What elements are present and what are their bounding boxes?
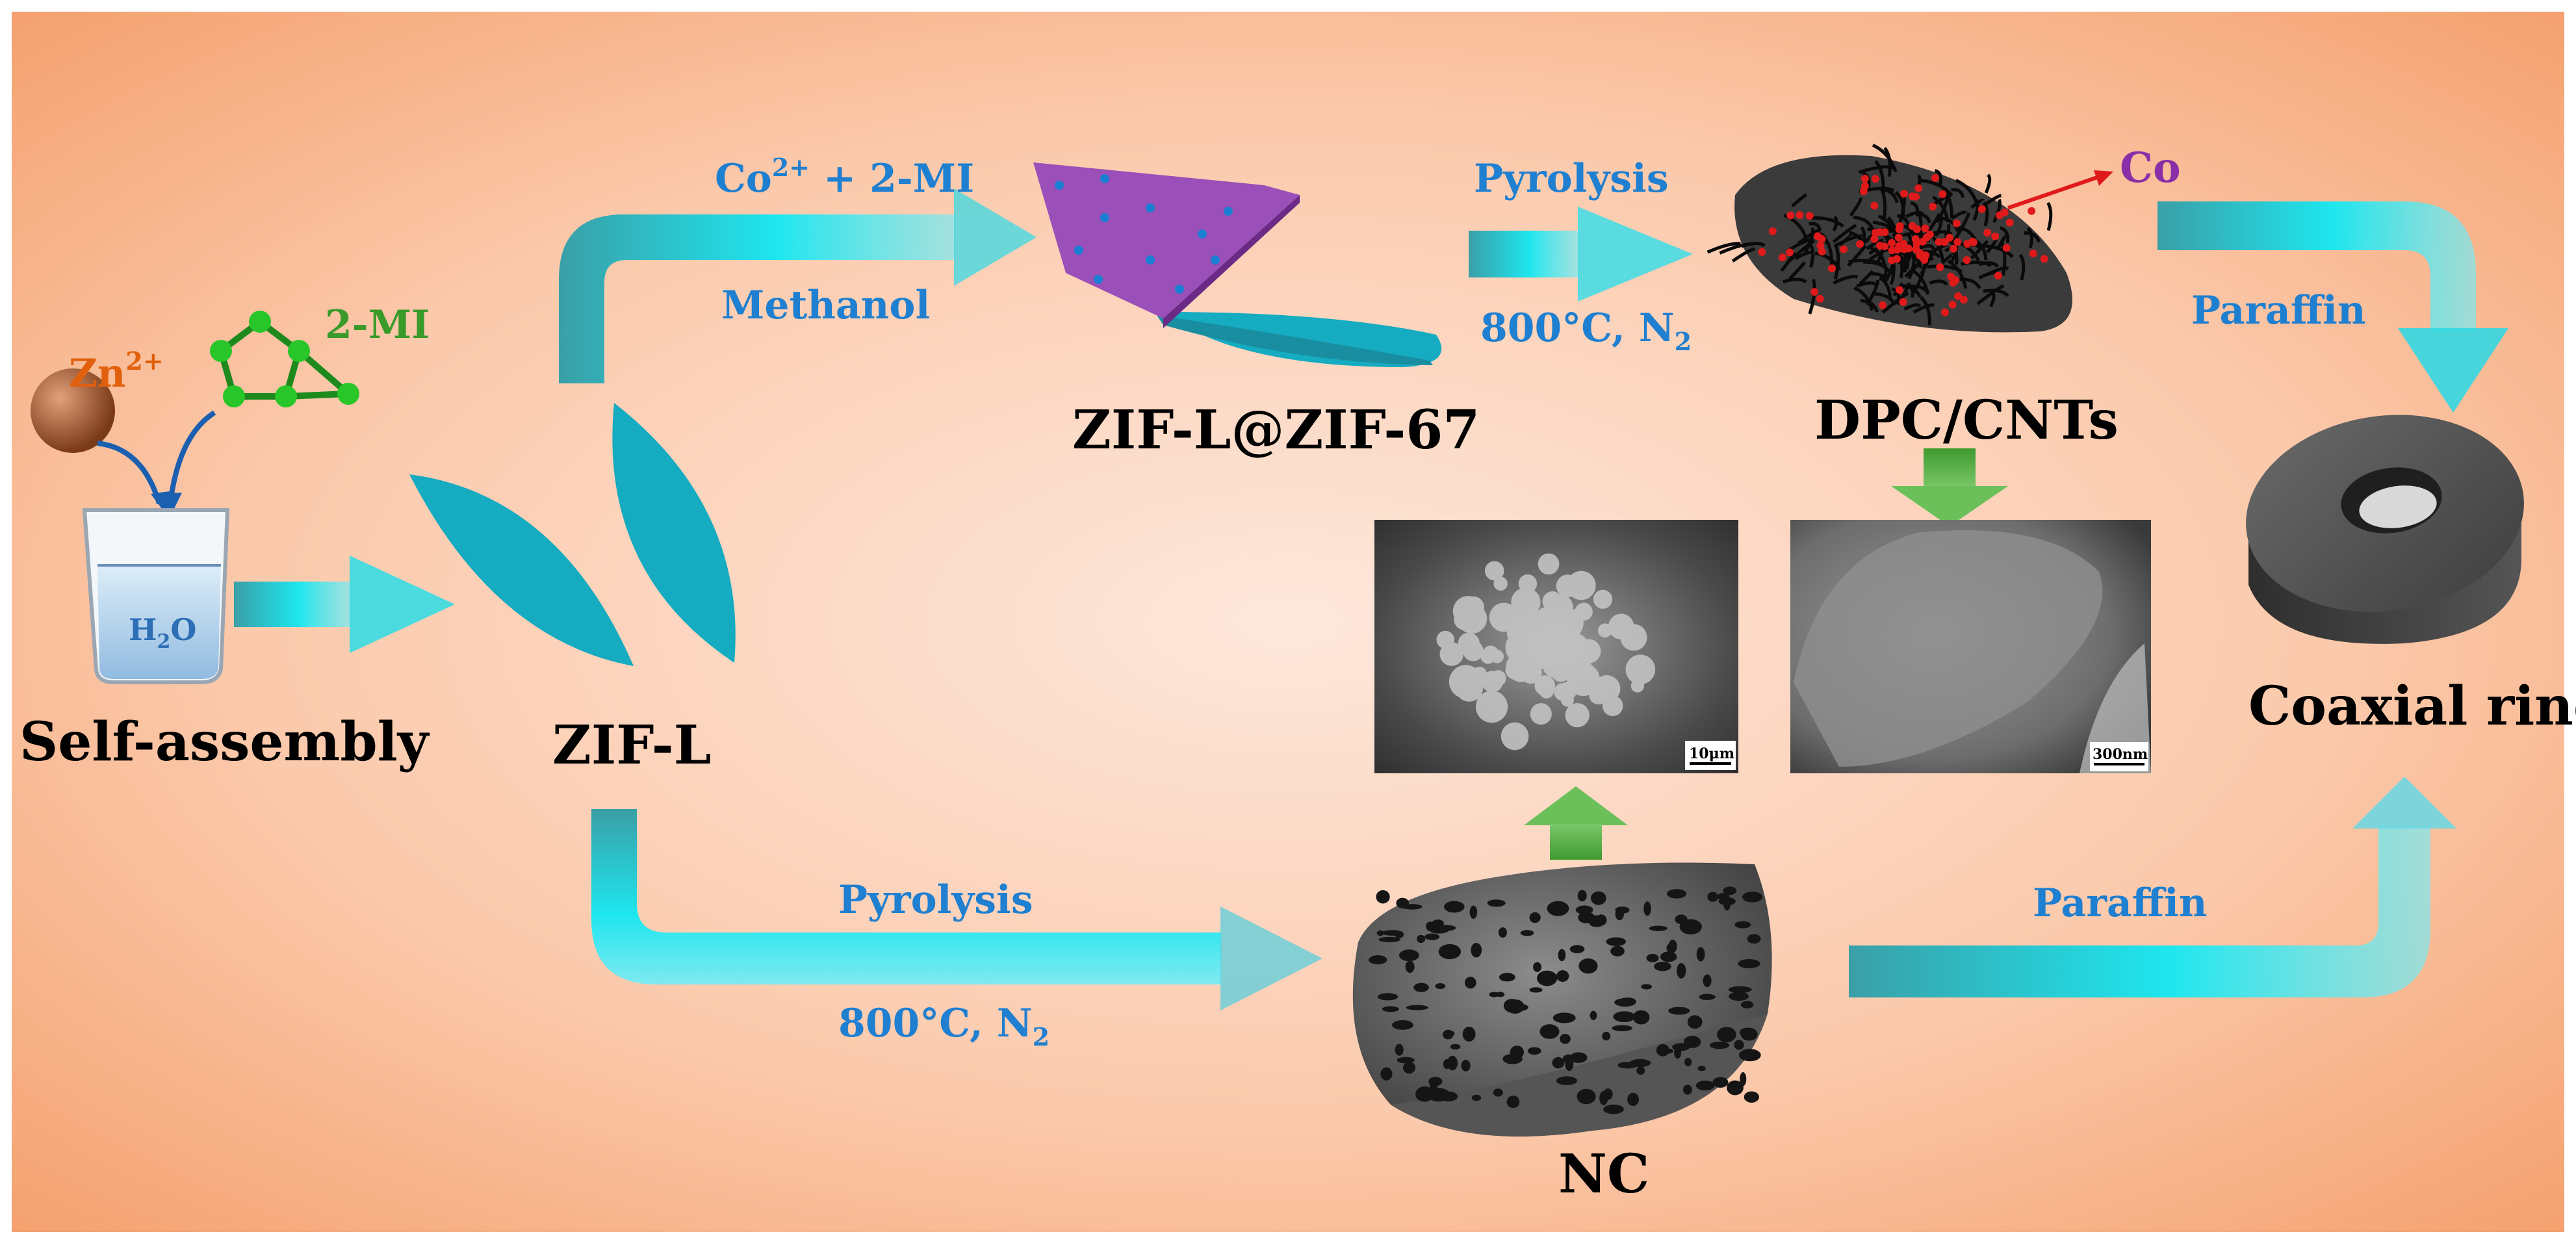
zn-ion-sphere xyxy=(31,368,115,453)
2-mi-label: 2-MI xyxy=(325,302,430,348)
beaker-icon: H2O xyxy=(82,508,230,684)
nc-sem-image: 10μm xyxy=(1374,520,1738,773)
co-label: Co xyxy=(2120,144,2181,192)
2-mi-molecule-icon xyxy=(210,311,359,407)
zif-l-leaves xyxy=(409,403,736,666)
h2o-label: H2O xyxy=(129,612,196,653)
self-assembly-label: Self-assembly xyxy=(19,711,430,773)
green-arrow-down xyxy=(1891,448,2008,526)
arrow-paraffin-top xyxy=(2157,201,2508,413)
pyrolysis-bottom-label: Pyrolysis xyxy=(838,877,1033,923)
dpc-sem-scalebar: 300nm xyxy=(2093,746,2148,763)
temp-bottom-label: 800°C, N2 xyxy=(838,1001,1050,1051)
paraffin-top-label: Paraffin xyxy=(2191,288,2366,333)
zif-l-at-zif-67-particle xyxy=(1033,162,1442,367)
arrow-pyrolysis-bottom xyxy=(591,809,1322,1010)
arrow-to-zif67 xyxy=(559,188,1037,383)
coaxial-ring-label: Coaxial ring xyxy=(2248,675,2576,738)
green-arrow-up xyxy=(1524,786,1628,860)
paraffin-bottom-label: Paraffin xyxy=(2033,881,2208,926)
arrow-pyrolysis-top xyxy=(1469,207,1693,302)
methanol-condition: Methanol xyxy=(721,283,930,328)
coaxial-ring xyxy=(2246,415,2524,644)
arrow-to-zif-l xyxy=(234,556,455,653)
zif-l-label: ZIF-L xyxy=(552,714,711,777)
temp-top-label: 800°C, N2 xyxy=(1480,305,1692,356)
dpc-cnts-particle xyxy=(1707,143,2072,333)
zn-ion-label: Zn2+ xyxy=(69,346,164,396)
nc-sem-scalebar: 10μm xyxy=(1689,745,1734,762)
co-pointer-arrow xyxy=(2007,170,2113,210)
arrow-paraffin-bottom xyxy=(1849,777,2456,997)
zif-l-at-zif-67-label: ZIF-L@ZIF-67 xyxy=(1072,399,1480,461)
dpc-sem-image: 300nm xyxy=(1790,520,2151,773)
pyrolysis-top-label: Pyrolysis xyxy=(1474,156,1669,201)
nc-porous-carbon xyxy=(1352,862,1772,1137)
co-2mi-condition: Co2+ + 2-MI xyxy=(715,153,974,201)
dpc-cnts-label: DPC/CNTs xyxy=(1814,389,2119,452)
nc-label: NC xyxy=(1558,1143,1649,1205)
